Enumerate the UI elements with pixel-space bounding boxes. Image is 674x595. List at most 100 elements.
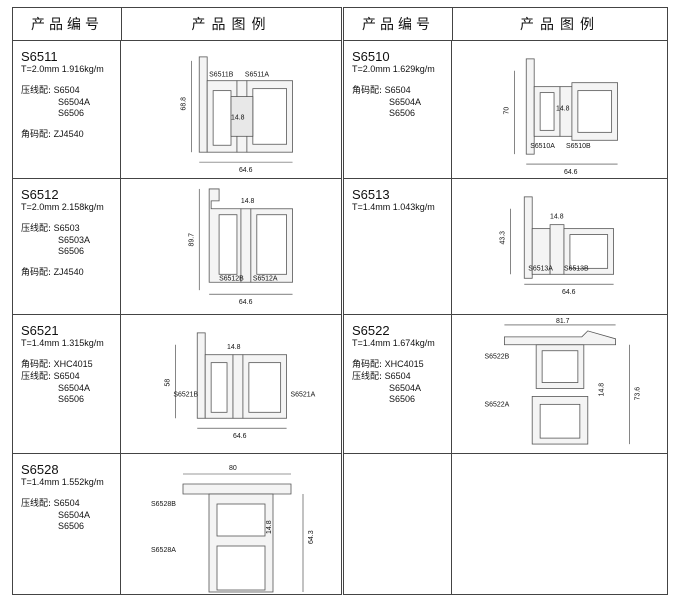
height-dim: 58	[164, 379, 171, 387]
empty-info	[344, 454, 452, 594]
corner-label: 角码配:	[352, 360, 383, 370]
corner-label: 角码配:	[21, 360, 52, 370]
press-item: S6504	[53, 371, 80, 381]
product-code: S6528	[21, 462, 59, 477]
width-dim: 64.6	[239, 299, 253, 306]
corner-label: 角码配:	[21, 130, 52, 140]
product-info: S6512 T=2.0mm 2.158kg/m 压线配: S6503 S6503…	[13, 179, 121, 314]
press-item: S6504	[384, 371, 411, 381]
profile-svg: 89.7 64.6 14.8 S6512B S6512A	[188, 188, 293, 306]
press-label: 压线配:	[21, 372, 52, 382]
table-row: S6513 T=1.4mm 1.043kg/m 43.3 64.6 14.8 S…	[344, 179, 667, 315]
profile-drawing: 58 64.6 14.8 S6521B S6521A	[121, 315, 341, 453]
part-label: S6512B	[219, 275, 244, 282]
empty-figure	[452, 454, 667, 594]
product-code: S6522	[352, 323, 390, 338]
press-item: S6506	[58, 394, 85, 404]
table-row: S6510 T=2.0mm 1.629kg/m 角码配: S6504 S6504…	[344, 41, 667, 179]
width-dim: 64.6	[233, 433, 247, 440]
height-dim: 68.8	[180, 97, 187, 111]
product-info: S6522 T=1.4mm 1.674kg/m 角码配: XHC4015 压线配…	[344, 315, 452, 453]
product-info: S6511 T=2.0mm 1.916kg/m 压线配: S6504 S6504…	[13, 41, 121, 178]
profile-drawing: 68.8 64.6 14.8 S6511B S6511A	[121, 41, 341, 178]
product-code: S6512	[21, 187, 59, 202]
part-label: S6522B	[485, 354, 510, 361]
inner-dim: 14.8	[227, 344, 241, 351]
table-header: 产品编号 产品图例	[344, 8, 667, 41]
inner-dim: 14.8	[231, 114, 245, 121]
profile-drawing: 81.7 73.6 14.8 S6522B S6522A	[452, 315, 667, 453]
table-row: S6528 T=1.4mm 1.552kg/m 压线配: S6504 S6504…	[13, 454, 341, 594]
inner-dim: 14.8	[241, 198, 255, 205]
corner-item: ZJ4540	[53, 267, 84, 277]
profile-svg: 43.3 64.6 14.8 S6513A S6513B	[499, 196, 614, 296]
product-info: S6513 T=1.4mm 1.043kg/m	[344, 179, 452, 314]
corner-item: XHC4015	[384, 359, 424, 369]
profile-svg: 80 64.3 14.8 S6528B S6528A	[151, 465, 315, 593]
header-figure: 产品图例	[520, 17, 600, 33]
profile-svg: 70 64.6 14.8 S6510A S6510B	[503, 58, 618, 176]
corner-label: 角码配:	[352, 86, 383, 96]
press-item: S6504A	[58, 383, 91, 393]
width-dim: 80	[229, 465, 237, 472]
press-item: S6504	[53, 498, 80, 508]
table-row: S6511 T=2.0mm 1.916kg/m 压线配: S6504 S6504…	[13, 41, 341, 179]
part-label: S6521A	[291, 391, 316, 398]
product-spec: T=1.4mm 1.043kg/m	[352, 202, 435, 212]
press-item: S6506	[58, 521, 85, 531]
header-figure: 产品图例	[191, 17, 272, 33]
press-item: S6503	[53, 223, 80, 233]
profile-svg: 58 64.6 14.8 S6521B S6521A	[164, 332, 316, 440]
width-dim: 64.6	[239, 167, 253, 174]
press-item: S6506	[389, 108, 416, 118]
product-spec: T=1.4mm 1.552kg/m	[21, 477, 104, 487]
header-code: 产品编号	[344, 8, 453, 40]
table-row: S6512 T=2.0mm 2.158kg/m 压线配: S6503 S6503…	[13, 179, 341, 315]
corner-item: XHC4015	[53, 359, 93, 369]
inner-dim: 14.8	[550, 214, 564, 221]
profile-svg: 81.7 73.6 14.8 S6522B S6522A	[485, 318, 641, 445]
part-label: S6510B	[566, 143, 591, 150]
height-dim: 70	[503, 107, 510, 115]
profile-drawing: 70 64.6 14.8 S6510A S6510B	[452, 41, 667, 178]
height-dim: 64.3	[308, 530, 315, 544]
press-item: S6506	[58, 246, 85, 256]
table-row: S6522 T=1.4mm 1.674kg/m 角码配: XHC4015 压线配…	[344, 315, 667, 454]
product-code: S6511	[21, 49, 58, 64]
part-label: S6511B	[209, 72, 234, 79]
inner-dim: 14.8	[599, 383, 606, 397]
product-spec: T=1.4mm 1.674kg/m	[352, 338, 435, 348]
right-table: 产品编号 产品图例 S6510 T=2.0mm 1.629kg/m 角码配: S…	[343, 7, 668, 595]
corner-label: 角码配:	[21, 268, 52, 278]
product-info: S6528 T=1.4mm 1.552kg/m 压线配: S6504 S6504…	[13, 454, 121, 594]
part-label: S6528B	[151, 501, 176, 508]
inner-dim: 14.8	[556, 105, 570, 112]
press-label: 压线配:	[21, 86, 52, 96]
product-spec: T=1.4mm 1.315kg/m	[21, 338, 104, 348]
width-dim: 81.7	[556, 318, 570, 325]
left-table: 产品编号 产品图例 S6511 T=2.0mm 1.916kg/m 压线配: S…	[12, 7, 342, 595]
press-item: S6506	[389, 394, 416, 404]
part-label: S6528A	[151, 547, 176, 554]
part-label: S6513B	[564, 265, 589, 272]
table-header: 产品编号 产品图例	[13, 8, 341, 41]
press-item: S6503A	[58, 235, 91, 245]
product-info: S6510 T=2.0mm 1.629kg/m 角码配: S6504 S6504…	[344, 41, 452, 178]
press-label: 压线配:	[21, 499, 52, 509]
press-item: S6504A	[58, 97, 91, 107]
height-dim: 89.7	[188, 233, 195, 247]
press-item: S6504	[384, 85, 411, 95]
profile-svg: 68.8 64.6 14.8 S6511B S6511A	[180, 56, 293, 174]
part-label: S6521B	[173, 391, 198, 398]
press-label: 压线配:	[21, 224, 52, 234]
part-label: S6510A	[530, 143, 555, 150]
product-spec: T=2.0mm 1.916kg/m	[21, 64, 104, 74]
product-code: S6513	[352, 187, 390, 202]
press-item: S6506	[58, 108, 85, 118]
part-label: S6512A	[253, 275, 278, 282]
profile-drawing: 89.7 64.6 14.8 S6512B S6512A	[121, 179, 341, 314]
product-code: S6521	[21, 323, 59, 338]
part-label: S6513A	[528, 265, 553, 272]
height-dim: 43.3	[499, 231, 506, 245]
product-info: S6521 T=1.4mm 1.315kg/m 角码配: XHC4015 压线配…	[13, 315, 121, 453]
